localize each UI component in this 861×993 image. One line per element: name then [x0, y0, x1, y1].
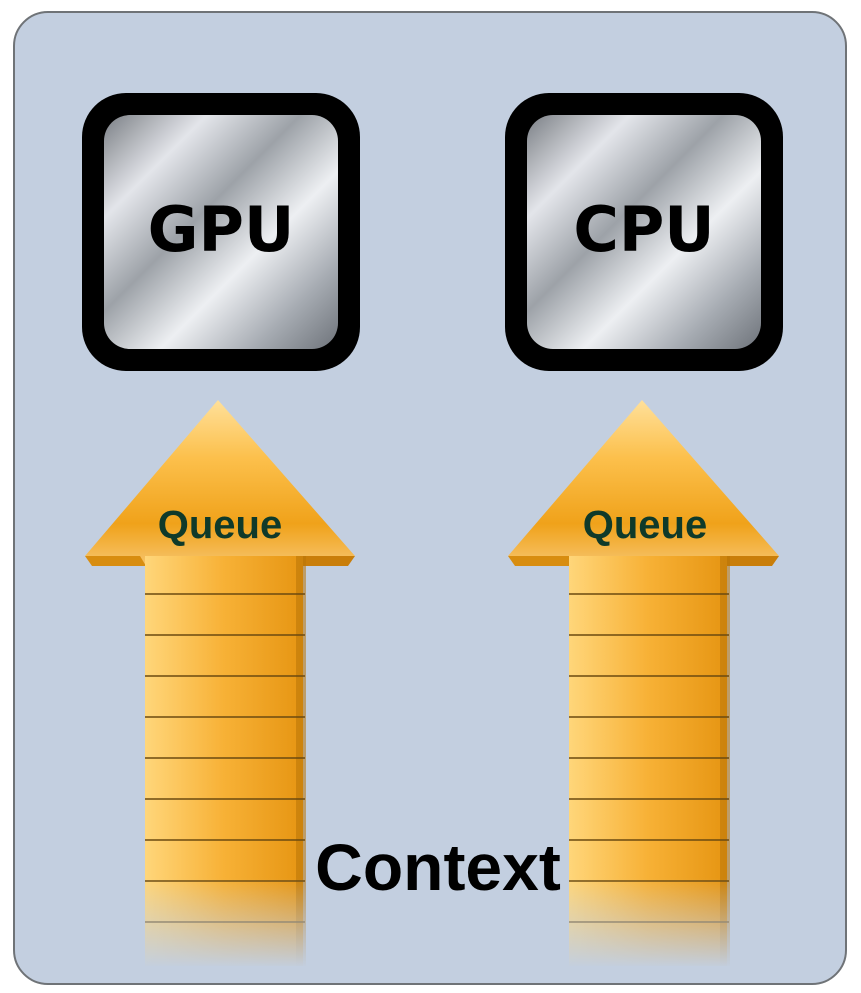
- cpu-label: CPU: [573, 193, 714, 266]
- gpu-chip: GPU: [82, 93, 360, 371]
- cpu-queue-label: Queue: [583, 503, 707, 547]
- cpu-queue-arrow: Queue: [508, 400, 779, 968]
- gpu-queue-arrow: Queue: [85, 400, 355, 968]
- context-label: Context: [315, 830, 561, 904]
- cpu-chip: CPU: [505, 93, 783, 371]
- gpu-label: GPU: [148, 193, 295, 266]
- gpu-queue-label: Queue: [158, 503, 282, 547]
